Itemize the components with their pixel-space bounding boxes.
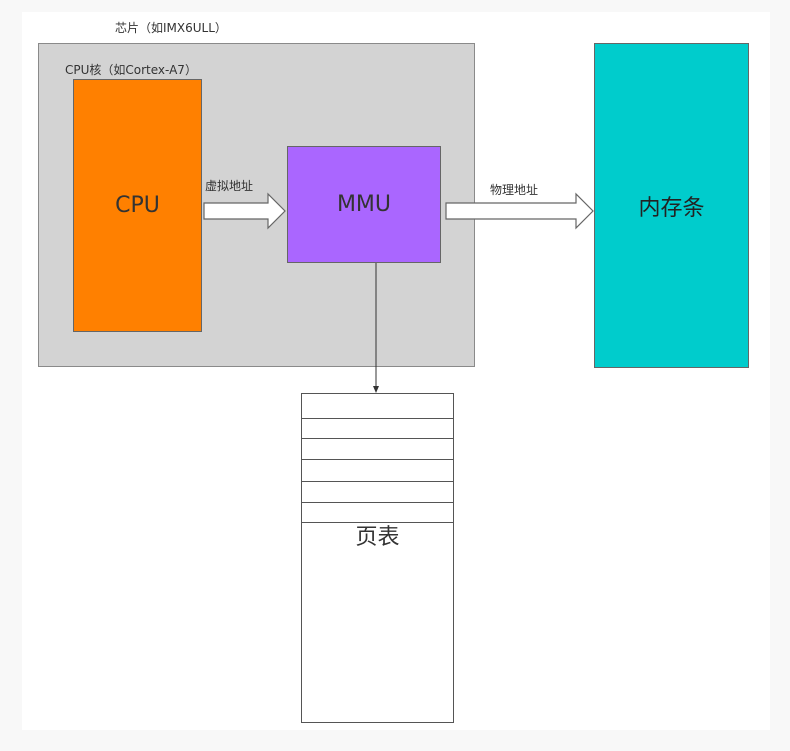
mmu-label: MMU [336, 192, 392, 217]
page-table-row-divider [302, 418, 453, 419]
cpu-box: CPU [73, 79, 202, 332]
cpu-label: CPU [115, 193, 160, 218]
chip-label: 芯片（如IMX6ULL） [115, 21, 227, 35]
page-table-row-divider [302, 522, 453, 523]
physical-address-label: 物理地址 [490, 183, 539, 197]
page-table-label: 页表 [355, 525, 400, 550]
mmu-box: MMU [287, 146, 441, 263]
page-table-box: 页表 [301, 393, 454, 723]
cpu-core-label: CPU核（如Cortex-A7） [65, 63, 197, 77]
virtual-address-label: 虚拟地址 [205, 179, 254, 193]
page-table-row-divider [302, 438, 453, 439]
memory-label: 内存条 [638, 195, 705, 221]
page-table-arrowhead [373, 386, 379, 393]
page-table-label-wrap: 页表 [302, 519, 453, 551]
page-table-row-divider [302, 481, 453, 482]
virtual-address-arrow [203, 192, 286, 230]
memory-box: 内存条 [594, 43, 749, 368]
physical-address-arrow [445, 192, 594, 230]
page-table-row-divider [302, 502, 453, 503]
page-table-row-divider [302, 459, 453, 460]
